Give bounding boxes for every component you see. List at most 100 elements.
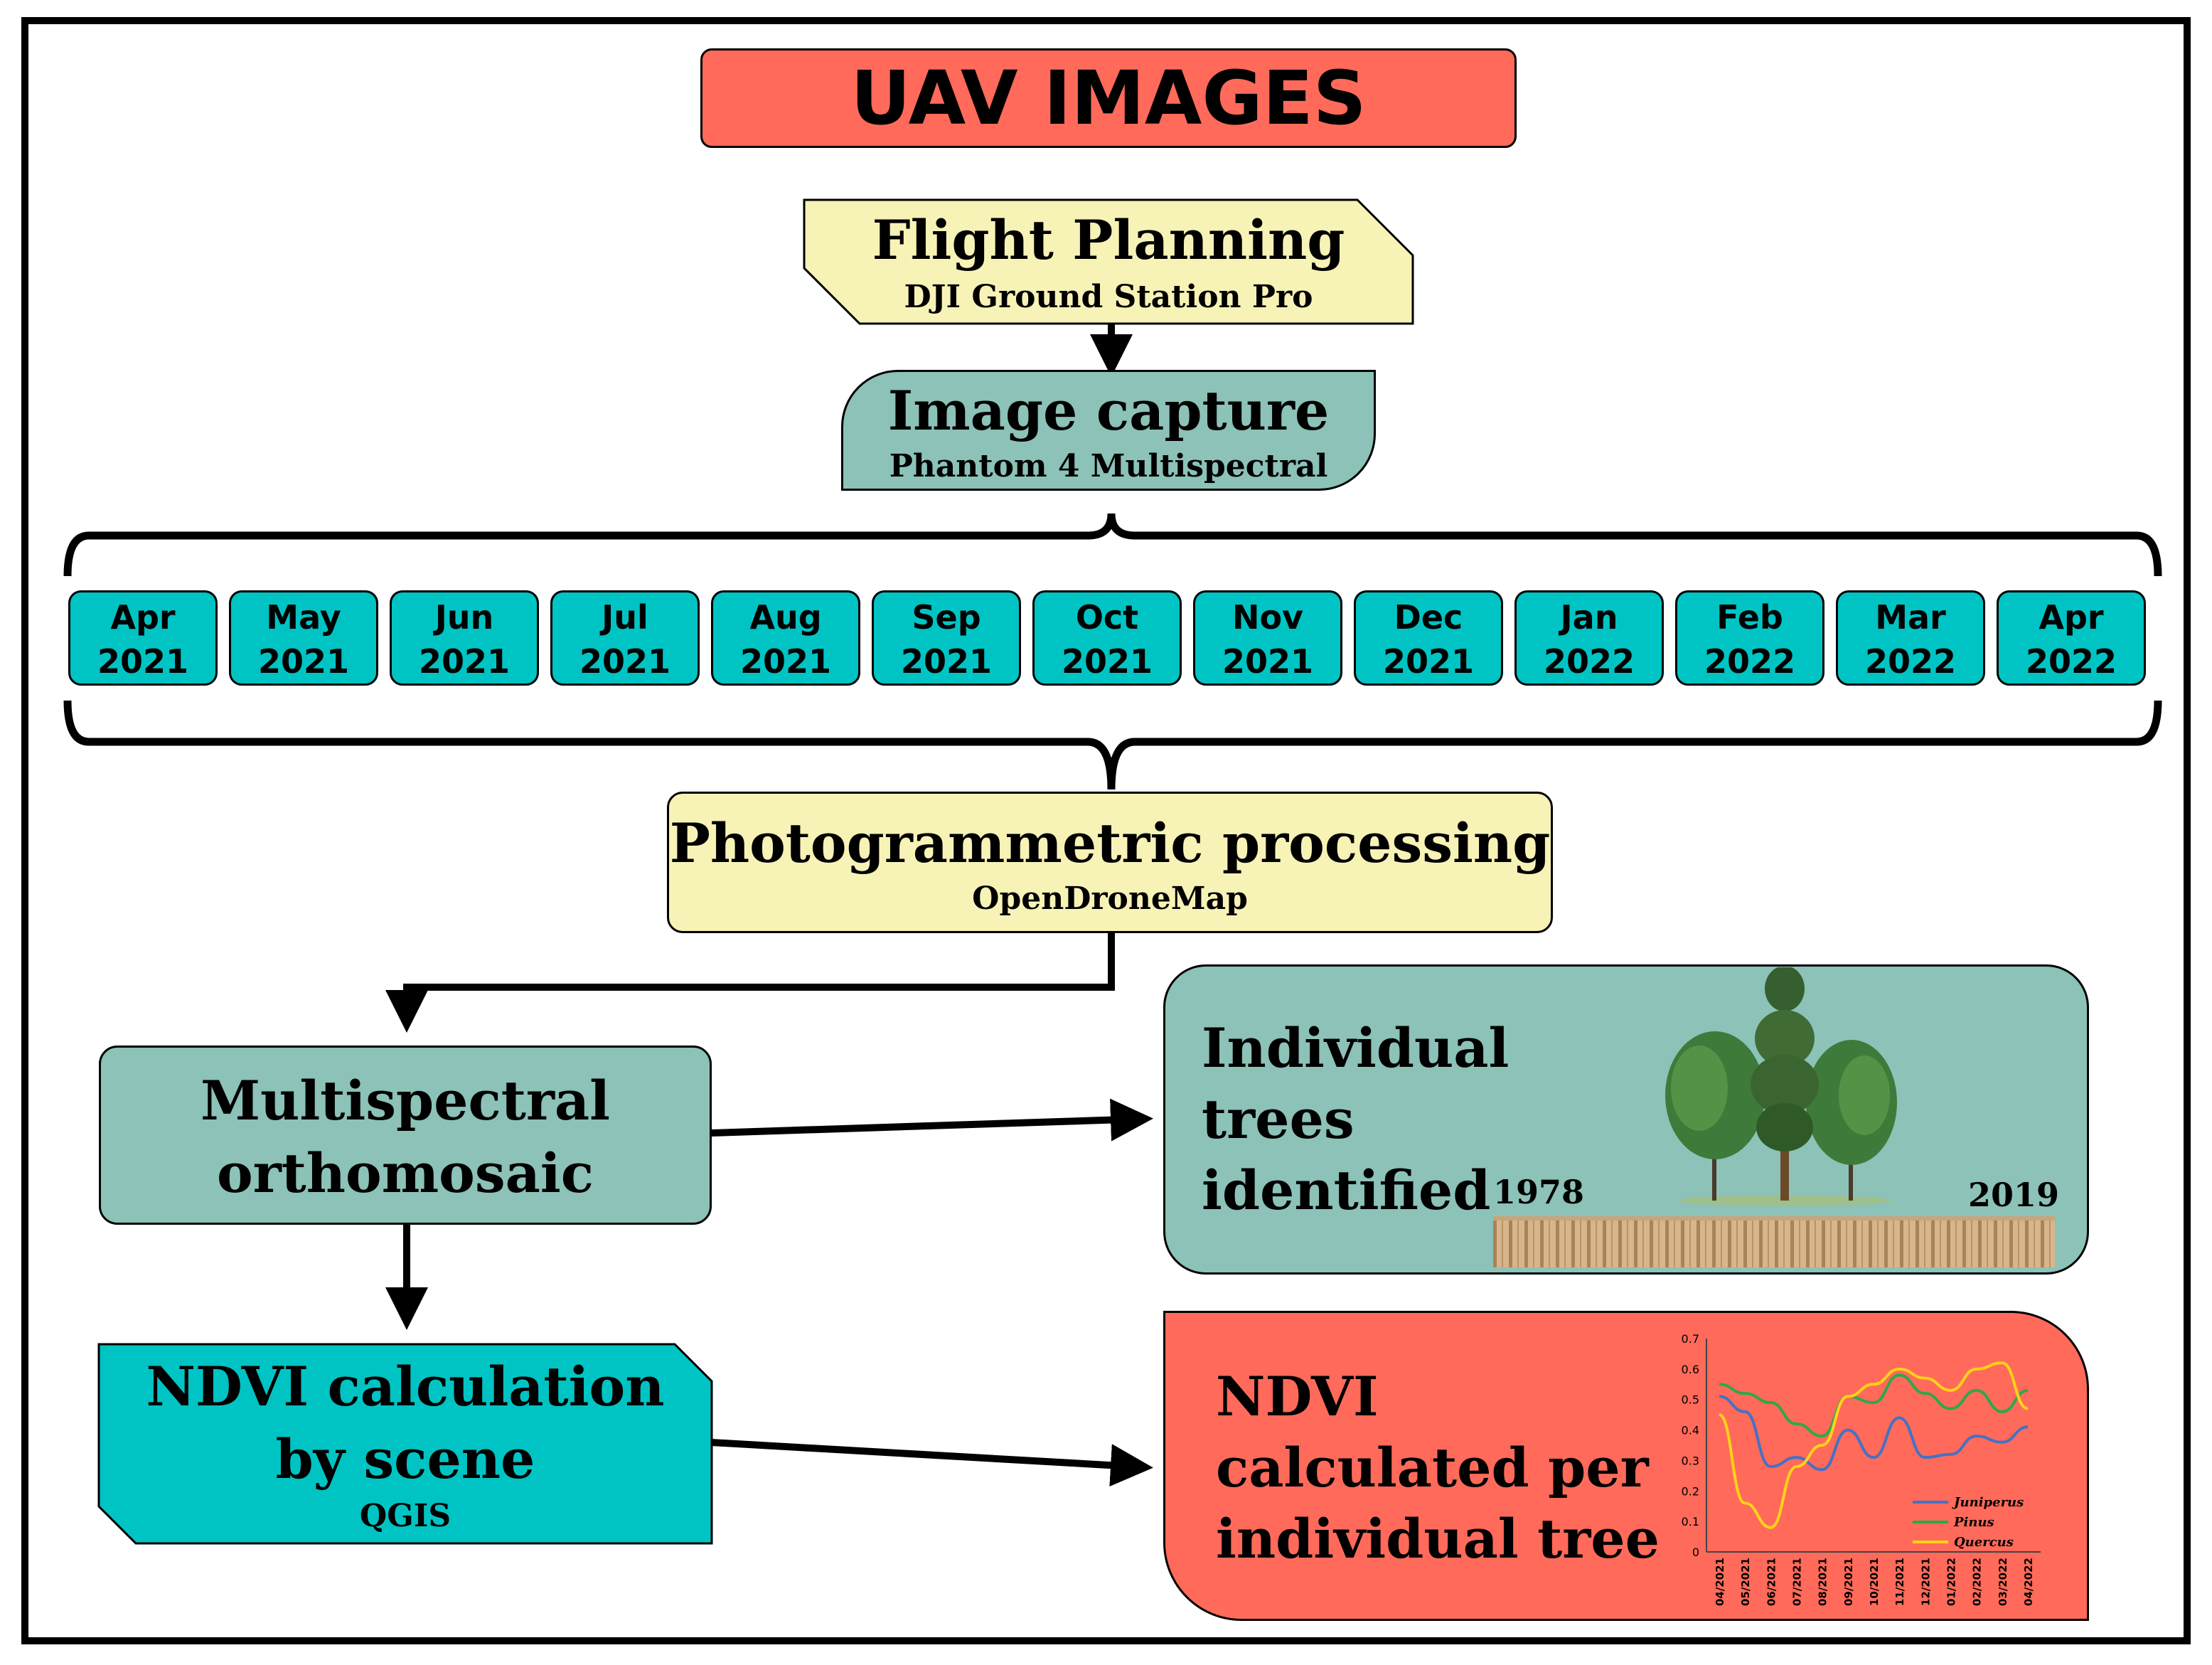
chart-y-tick-label: 0.3 <box>1682 1454 1699 1467</box>
month-label: Nov <box>1231 598 1304 637</box>
chart-legend-label: Pinus <box>1953 1515 1994 1530</box>
month-aug-2021: Aug 2021 <box>711 590 860 686</box>
month-label: Aug <box>749 598 822 637</box>
trees-line1: Individual <box>1202 1016 1510 1080</box>
chart-x-tick-label: 04/2022 <box>2022 1558 2035 1606</box>
trees-line2: trees <box>1202 1087 1355 1151</box>
trees-line3: identified <box>1202 1159 1491 1222</box>
orthomosaic-box <box>99 1046 712 1225</box>
orthomosaic-line2: orthomosaic <box>216 1142 594 1205</box>
chart-y-tick-label: 0.4 <box>1682 1424 1699 1437</box>
month-dec-2021: Dec 2021 <box>1354 590 1503 686</box>
chart-x-tick-label: 07/2021 <box>1791 1558 1804 1606</box>
chart-x-tick-label: 09/2021 <box>1842 1558 1855 1606</box>
month-label: Feb <box>1716 598 1783 637</box>
chart-y-tick-label: 0.6 <box>1682 1363 1699 1376</box>
tree-core-strip <box>1493 1216 2055 1267</box>
chart-series-line-juniperus <box>1719 1395 2029 1472</box>
ndvi-calc-line1: NDVI calculation <box>146 1355 665 1418</box>
chart-y-tick-label: 0.2 <box>1682 1484 1699 1498</box>
month-year: 2021 <box>257 642 350 681</box>
month-year: 2022 <box>1864 642 1957 681</box>
chart-x-tick-label: 02/2022 <box>1971 1558 1984 1606</box>
month-feb-2022: Feb 2022 <box>1675 590 1824 686</box>
chart-legend-label: Quercus <box>1954 1535 2014 1550</box>
month-label: Jul <box>602 598 648 637</box>
month-nov-2021: Nov 2021 <box>1193 590 1342 686</box>
month-label: Jan <box>1560 598 1618 637</box>
month-year: 2022 <box>2025 642 2117 681</box>
arrow-orthomosaic-to-trees <box>710 1098 1153 1142</box>
chart-y-tick-label: 0.7 <box>1682 1332 1699 1346</box>
month-label: Apr <box>110 598 176 637</box>
image-capture-box <box>841 370 1376 491</box>
month-mar-2022: Mar 2022 <box>1836 590 1985 686</box>
month-sep-2021: Sep 2021 <box>872 590 1021 686</box>
month-year: 2021 <box>1061 642 1153 681</box>
month-year: 2021 <box>739 642 832 681</box>
month-label: Jun <box>434 598 494 637</box>
year-start-label: 1978 <box>1493 1173 1585 1211</box>
ndvi-calc-shape <box>97 1343 713 1545</box>
photogrammetric-subtitle: OpenDroneMap <box>972 881 1248 917</box>
chart-y-tick-label: 0 <box>1692 1546 1699 1559</box>
chart-x-tick-label: 03/2022 <box>1997 1558 2009 1606</box>
chart-x-tick-label: 05/2021 <box>1739 1558 1752 1606</box>
photogrammetric-title: Photogrammetric processing <box>669 812 1551 875</box>
flight-planning-subtitle: DJI Ground Station Pro <box>904 279 1313 315</box>
month-oct-2021: Oct 2021 <box>1032 590 1182 686</box>
month-year: 2021 <box>900 642 993 681</box>
ndvi-line-chart: 0 0.1 0.2 0.3 0.4 0.5 0.6 0.7 04/2021 05/2021 06/2… <box>1682 1332 2041 1606</box>
month-year: 2021 <box>579 642 671 681</box>
month-label: Mar <box>1875 598 1946 637</box>
photogrammetric-box <box>667 792 1553 933</box>
title-box <box>700 48 1517 148</box>
month-year: 2021 <box>418 642 511 681</box>
month-year: 2021 <box>97 642 189 681</box>
month-apr-2021: Apr 2021 <box>68 590 218 686</box>
chart-y-tick-label: 0.1 <box>1682 1515 1699 1528</box>
month-year: 2022 <box>1543 642 1635 681</box>
ndvi-pertree-line1: NDVI <box>1216 1365 1379 1428</box>
trees-illustration <box>1665 967 1897 1206</box>
arrow-ndvi-to-pertree <box>710 1439 1153 1487</box>
bracket-bottom <box>63 700 2162 790</box>
month-label: Dec <box>1394 598 1463 637</box>
month-year: 2022 <box>1704 642 1796 681</box>
chart-series-line-quercus <box>1719 1361 2029 1529</box>
bracket-top <box>63 513 2162 577</box>
month-may-2021: May 2021 <box>229 590 378 686</box>
chart-x-tick-label: 04/2021 <box>1714 1558 1726 1606</box>
month-year: 2021 <box>1382 642 1475 681</box>
ndvi-pertree-line2: calculated per <box>1216 1436 1649 1499</box>
flight-planning-shape <box>803 198 1414 325</box>
month-label: Sep <box>912 598 981 637</box>
ndvi-calc-subtitle: QGIS <box>359 1498 452 1534</box>
orthomosaic-line1: Multispectral <box>200 1069 611 1132</box>
ndvi-calc-line2: by scene <box>275 1427 535 1491</box>
year-end-label: 2019 <box>1968 1176 2060 1214</box>
chart-x-tick-label: 12/2021 <box>1919 1558 1932 1606</box>
chart-series-line-pinus <box>1719 1373 2029 1438</box>
month-jul-2021: Jul 2021 <box>550 590 700 686</box>
chart-x-tick-label: 11/2021 <box>1893 1558 1906 1606</box>
chart-x-tick-label: 08/2021 <box>1817 1558 1829 1606</box>
ndvi-pertree-line3: individual tree <box>1216 1507 1660 1570</box>
month-label: May <box>266 598 341 637</box>
chart-x-tick-label: 10/2021 <box>1868 1558 1881 1606</box>
chart-y-tick-label: 0.5 <box>1682 1393 1699 1407</box>
image-capture-subtitle: Phantom 4 Multispectral <box>889 448 1328 484</box>
month-year: 2021 <box>1222 642 1314 681</box>
month-label: Oct <box>1075 598 1139 637</box>
chart-legend-label: Juniperus <box>1952 1495 2024 1510</box>
diagram-frame <box>21 17 2191 1644</box>
flight-planning-title: Flight Planning <box>872 208 1345 272</box>
chart-x-tick-label: 01/2022 <box>1945 1558 1958 1606</box>
image-capture-title: Image capture <box>887 379 1330 442</box>
month-jun-2021: Jun 2021 <box>390 590 539 686</box>
chart-x-tick-label: 06/2021 <box>1765 1558 1778 1606</box>
arrow-photogrammetric-to-orthomosaic <box>385 933 1115 1033</box>
ndvi-pertree-box <box>1163 1311 2089 1621</box>
